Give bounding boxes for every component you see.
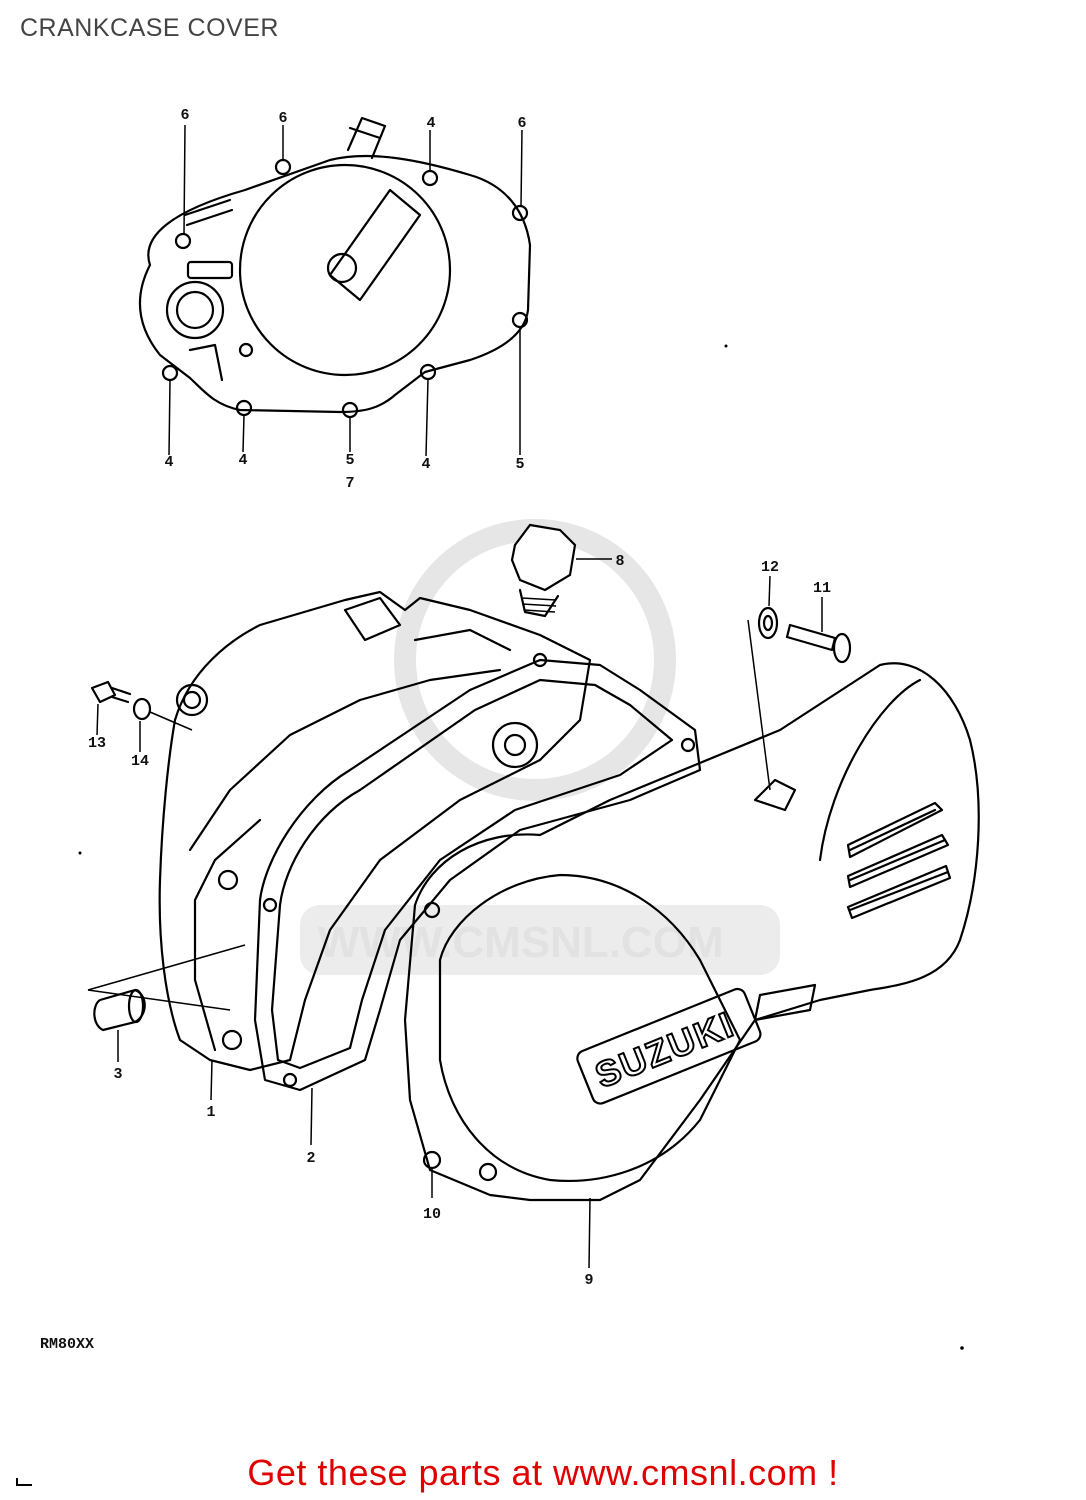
callout-9: 9 xyxy=(584,1272,593,1289)
watermark-text: WWW.CMSNL.COM xyxy=(318,918,724,967)
callout-6b: 6 xyxy=(278,110,287,127)
callout-4b: 4 xyxy=(164,454,173,471)
callout-6a: 6 xyxy=(180,107,189,124)
main-exploded-view: SUZUKI 8 12 11 13 14 xyxy=(78,523,980,1350)
callout-14: 14 xyxy=(131,753,149,770)
callout-4c: 4 xyxy=(238,452,247,469)
callout-5a: 5 xyxy=(345,452,354,469)
corner-mark xyxy=(16,1478,32,1486)
model-code: RM80XX xyxy=(40,1336,94,1353)
top-cover-view: 6 6 4 6 4 4 5 7 4 5 xyxy=(138,107,728,492)
cmsnl-watermark: WWW.CMSNL.COM xyxy=(300,519,780,975)
callout-6c: 6 xyxy=(517,115,526,132)
callout-13: 13 xyxy=(88,735,106,752)
callout-10: 10 xyxy=(423,1206,441,1223)
callout-3: 3 xyxy=(113,1066,122,1083)
callout-1: 1 xyxy=(206,1104,215,1121)
callout-7: 7 xyxy=(345,475,354,492)
callout-8: 8 xyxy=(615,553,624,570)
callout-4d: 4 xyxy=(421,456,430,473)
callout-11: 11 xyxy=(813,580,831,597)
callout-4a: 4 xyxy=(426,115,435,132)
callout-12: 12 xyxy=(761,559,779,576)
callout-5b: 5 xyxy=(515,456,524,473)
page-title: CRANKCASE COVER xyxy=(20,14,279,42)
promo-link[interactable]: Get these parts at www.cmsnl.com ! xyxy=(247,1452,839,1493)
callout-2: 2 xyxy=(306,1150,315,1167)
